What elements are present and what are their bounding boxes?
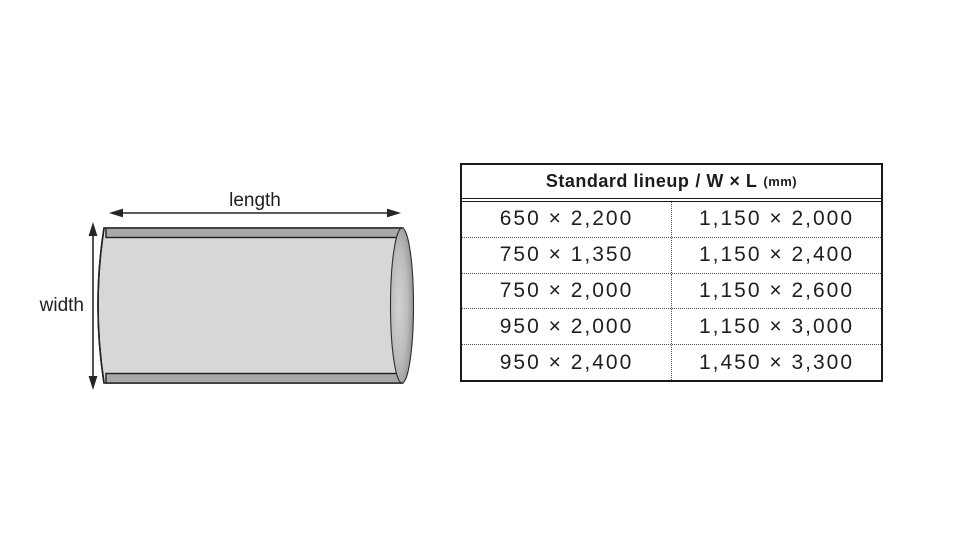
size-cell: 1,450 × 3,300 <box>671 345 881 380</box>
table-body: 650 × 2,200 1,150 × 2,000 750 × 1,350 1,… <box>462 202 881 380</box>
table-unit: (mm) <box>763 174 798 189</box>
roll-bottom-strip <box>105 372 404 384</box>
size-cell: 750 × 1,350 <box>499 243 634 267</box>
length-label: length <box>229 190 281 211</box>
table-row: 650 × 2,200 1,150 × 2,000 <box>462 202 881 237</box>
roll-top-strip <box>105 227 404 239</box>
width-arrow <box>88 222 98 390</box>
table-title: Standard lineup <box>545 171 690 191</box>
standard-lineup-table: Standard lineup / W × L (mm) 650 × 2,200… <box>460 163 883 382</box>
table-row: 750 × 1,350 1,150 × 2,400 <box>462 236 881 273</box>
width-label: width <box>39 295 84 316</box>
table-dims: / W × L <box>695 171 758 191</box>
size-cell: 1,150 × 2,400 <box>671 237 881 273</box>
table-row: 750 × 2,000 1,150 × 2,600 <box>462 272 881 309</box>
product-roll <box>97 227 415 384</box>
size-cell: 950 × 2,400 <box>499 350 634 374</box>
table-row: 950 × 2,000 1,150 × 3,000 <box>462 308 881 345</box>
roll-diagram: length width <box>39 190 415 390</box>
size-cell: 750 × 2,000 <box>499 278 634 302</box>
size-cell: 650 × 2,200 <box>499 207 634 231</box>
length-arrow <box>109 208 401 218</box>
size-cell: 1,150 × 2,000 <box>671 202 881 237</box>
size-cell: 950 × 2,000 <box>499 314 634 338</box>
table-row: 950 × 2,400 1,450 × 3,300 <box>462 344 881 380</box>
roll-left-edge <box>97 227 105 384</box>
size-cell: 1,150 × 3,000 <box>671 309 881 345</box>
table-header: Standard lineup / W × L (mm) <box>462 165 881 202</box>
roll-end-cap <box>389 227 415 384</box>
size-cell: 1,150 × 2,600 <box>671 273 881 309</box>
